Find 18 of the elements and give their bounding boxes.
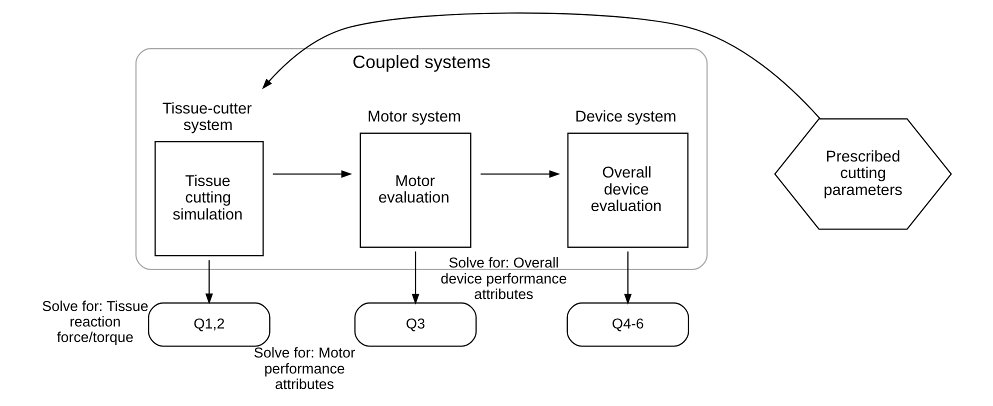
arrow [624,252,632,305]
arrow [480,170,560,178]
node-box: Tissue cutting simulation [154,141,264,256]
node-box: Overall device evaluation [567,132,688,248]
node-label: Device system [575,108,676,126]
arrow [412,252,420,305]
node-label: Solve for: Motor performance attributes [254,346,356,393]
node-label: Solve for: Tissue reaction force/torque [42,298,148,346]
node-box: Q1,2 [148,302,270,347]
node-label: Solve for: Overall device performance attributes [440,256,567,303]
arrow [272,170,352,178]
node-box: Q3 [354,302,477,347]
arrow [205,260,213,304]
node-label: Motor system [368,108,462,126]
node-box: Motor evaluation [360,132,472,248]
node-box: Q4-6 [566,302,690,347]
node-label: Tissue-cutter system [162,100,252,134]
arrow [262,12,821,120]
